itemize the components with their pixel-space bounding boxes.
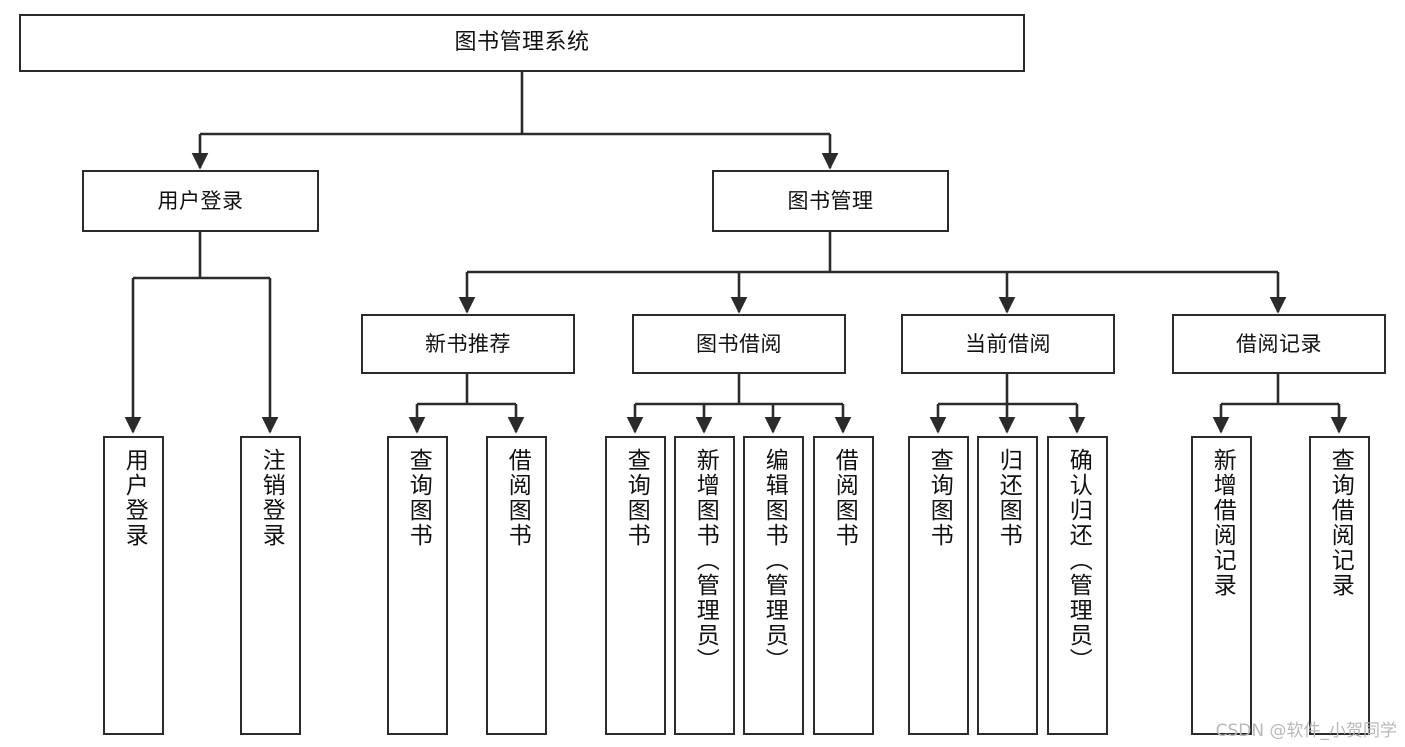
- node-leaf-add-book[interactable]: 新增图书（管理员）: [674, 436, 735, 735]
- node-leaf-confirm-return-label: 确认归还（管理员）: [1065, 448, 1092, 673]
- node-leaf-borrow-book-2[interactable]: 借阅图书: [813, 436, 874, 735]
- node-leaf-add-record-label: 新增借阅记录: [1209, 448, 1236, 598]
- node-leaf-edit-book-label: 编辑图书（管理员）: [761, 448, 788, 673]
- node-leaf-query-record[interactable]: 查询借阅记录: [1309, 436, 1370, 735]
- node-leaf-query-book-1[interactable]: 查询图书: [387, 436, 448, 735]
- node-leaf-query-record-label: 查询借阅记录: [1327, 448, 1354, 598]
- node-leaf-query-book-2-label: 查询图书: [623, 448, 650, 548]
- node-borrow-record[interactable]: 借阅记录: [1172, 314, 1386, 374]
- node-leaf-add-book-label: 新增图书（管理员）: [692, 448, 719, 673]
- node-leaf-borrow-book-2-label: 借阅图书: [831, 448, 858, 548]
- node-leaf-confirm-return[interactable]: 确认归还（管理员）: [1047, 436, 1108, 735]
- node-leaf-query-book-3-label: 查询图书: [926, 448, 953, 548]
- node-leaf-borrow-book-1[interactable]: 借阅图书: [486, 436, 547, 735]
- node-root-label: 图书管理系统: [454, 30, 590, 56]
- node-new-book-recommend[interactable]: 新书推荐: [361, 314, 575, 374]
- node-leaf-user-login-label: 用户登录: [121, 448, 148, 548]
- node-current-borrow-label: 当前借阅: [965, 331, 1051, 356]
- node-borrow-record-label: 借阅记录: [1236, 331, 1322, 356]
- watermark-text: CSDN @软件_小贺同学: [1215, 721, 1397, 741]
- node-current-borrow[interactable]: 当前借阅: [901, 314, 1115, 374]
- node-leaf-add-record[interactable]: 新增借阅记录: [1191, 436, 1252, 735]
- node-new-book-recommend-label: 新书推荐: [425, 331, 511, 356]
- node-book-manage[interactable]: 图书管理: [712, 170, 949, 232]
- node-leaf-borrow-book-1-label: 借阅图书: [504, 448, 531, 548]
- node-leaf-query-book-3[interactable]: 查询图书: [908, 436, 969, 735]
- node-book-borrow-label: 图书借阅: [696, 331, 782, 356]
- node-user-login[interactable]: 用户登录: [82, 170, 319, 232]
- node-book-borrow[interactable]: 图书借阅: [632, 314, 846, 374]
- node-leaf-edit-book[interactable]: 编辑图书（管理员）: [743, 436, 804, 735]
- node-leaf-user-login[interactable]: 用户登录: [103, 436, 164, 735]
- node-leaf-logout-login-label: 注销登录: [258, 448, 285, 548]
- node-book-manage-label: 图书管理: [787, 188, 874, 213]
- node-leaf-logout-login[interactable]: 注销登录: [240, 436, 301, 735]
- node-leaf-return-book-label: 归还图书: [995, 448, 1022, 548]
- node-leaf-query-book-2[interactable]: 查询图书: [605, 436, 666, 735]
- node-user-login-label: 用户登录: [157, 188, 244, 213]
- node-leaf-return-book[interactable]: 归还图书: [977, 436, 1038, 735]
- node-root[interactable]: 图书管理系统: [19, 14, 1025, 72]
- node-leaf-query-book-1-label: 查询图书: [405, 448, 432, 548]
